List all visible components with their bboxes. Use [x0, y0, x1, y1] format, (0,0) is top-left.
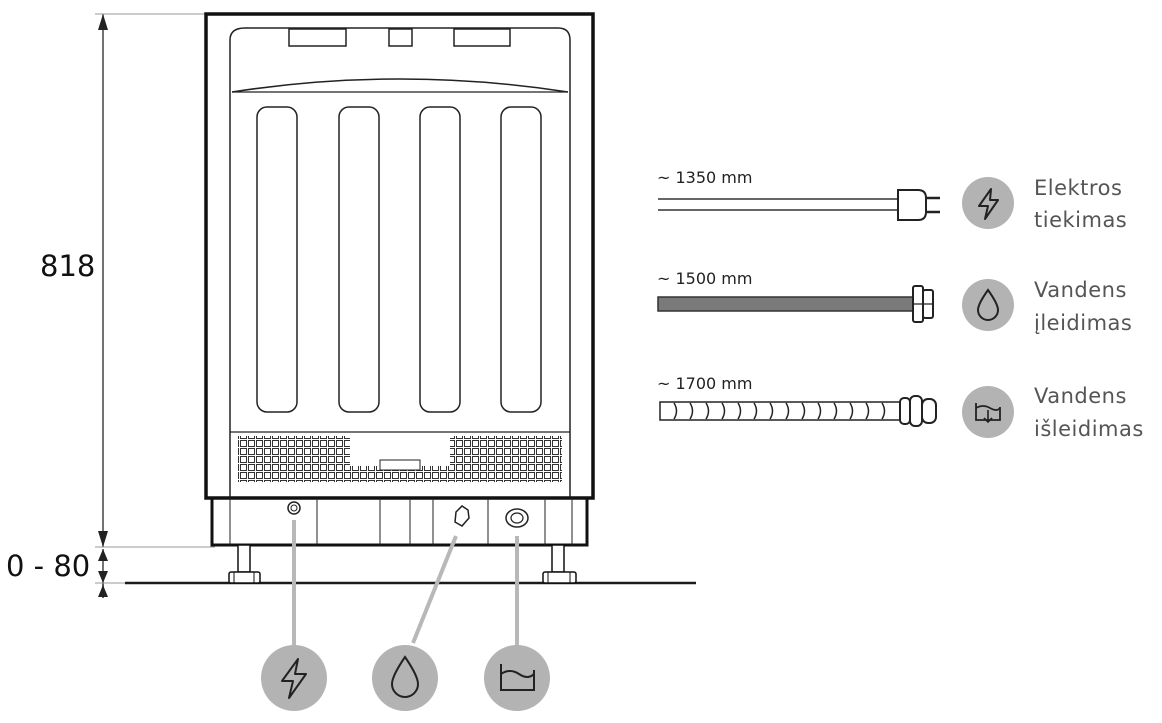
leg-dimension: 0 - 80: [6, 549, 130, 598]
bottom-drain-icon: [484, 645, 550, 711]
hose-ridge: [801, 402, 806, 420]
hose-ridge: [849, 402, 854, 420]
inlet-caption-line2: įleidimas: [1034, 311, 1132, 335]
drain-icon: [962, 386, 1014, 438]
right-vent-grille: [450, 436, 562, 482]
drain-caption-line2: išleidimas: [1034, 417, 1144, 441]
inlet-hose-length: ~ 1500 mm: [657, 269, 752, 288]
panel: [419, 106, 461, 413]
panel: [256, 106, 298, 413]
water-leader-line: [411, 535, 458, 644]
leg-label: 0 - 80: [6, 549, 90, 583]
right-leg: [542, 544, 577, 584]
lightning-icon: [962, 177, 1014, 229]
hose-ridge: [833, 402, 838, 420]
panel: [500, 106, 542, 413]
hose-ridge: [705, 402, 710, 420]
bottom-water-drop-icon: [372, 645, 438, 711]
water-drop-icon: [962, 279, 1014, 331]
height-label: 818: [40, 249, 95, 283]
hose-ridge: [753, 402, 758, 420]
power-cable-row: ~ 1350 mm Elektros tiekimas: [657, 168, 1127, 232]
drain-caption-line1: Vandens: [1034, 384, 1127, 408]
hose-ridge: [785, 402, 790, 420]
hose-ridge: [865, 402, 870, 420]
left-leg: [228, 544, 261, 584]
hose-ridge: [769, 402, 774, 420]
plinth: [210, 496, 589, 547]
power-inlet: [287, 501, 301, 515]
inlet-hose-row: ~ 1500 mm Vandens įleidimas: [657, 269, 1132, 335]
water-inlet: [454, 505, 470, 527]
height-dimension: 818: [40, 13, 215, 548]
hose-ridge: [721, 402, 726, 420]
hose-ridge: [817, 402, 822, 420]
drain-connector: [899, 397, 911, 425]
power-caption-line1: Elektros: [1034, 176, 1122, 200]
power-cable-length: ~ 1350 mm: [657, 168, 752, 187]
plug-icon: [897, 189, 927, 221]
left-vent-grille: [238, 436, 350, 482]
inlet-caption-line1: Vandens: [1034, 278, 1127, 302]
panel: [338, 106, 380, 413]
hose-ridge: [689, 402, 694, 420]
drain-outlet: [505, 508, 529, 528]
power-caption-line2: tiekimas: [1034, 208, 1127, 232]
hose-ridge: [881, 402, 886, 420]
drain-hose-row: ~ 1700 mm Vandens išleidimas: [657, 374, 1144, 441]
hose-ridge: [673, 402, 678, 420]
center-vent-grille: [350, 466, 450, 482]
hose-ridge: [737, 402, 742, 420]
drain-hose-length: ~ 1700 mm: [657, 374, 752, 393]
dishwasher-body: [204, 12, 595, 500]
bottom-lightning-icon: [261, 645, 327, 711]
